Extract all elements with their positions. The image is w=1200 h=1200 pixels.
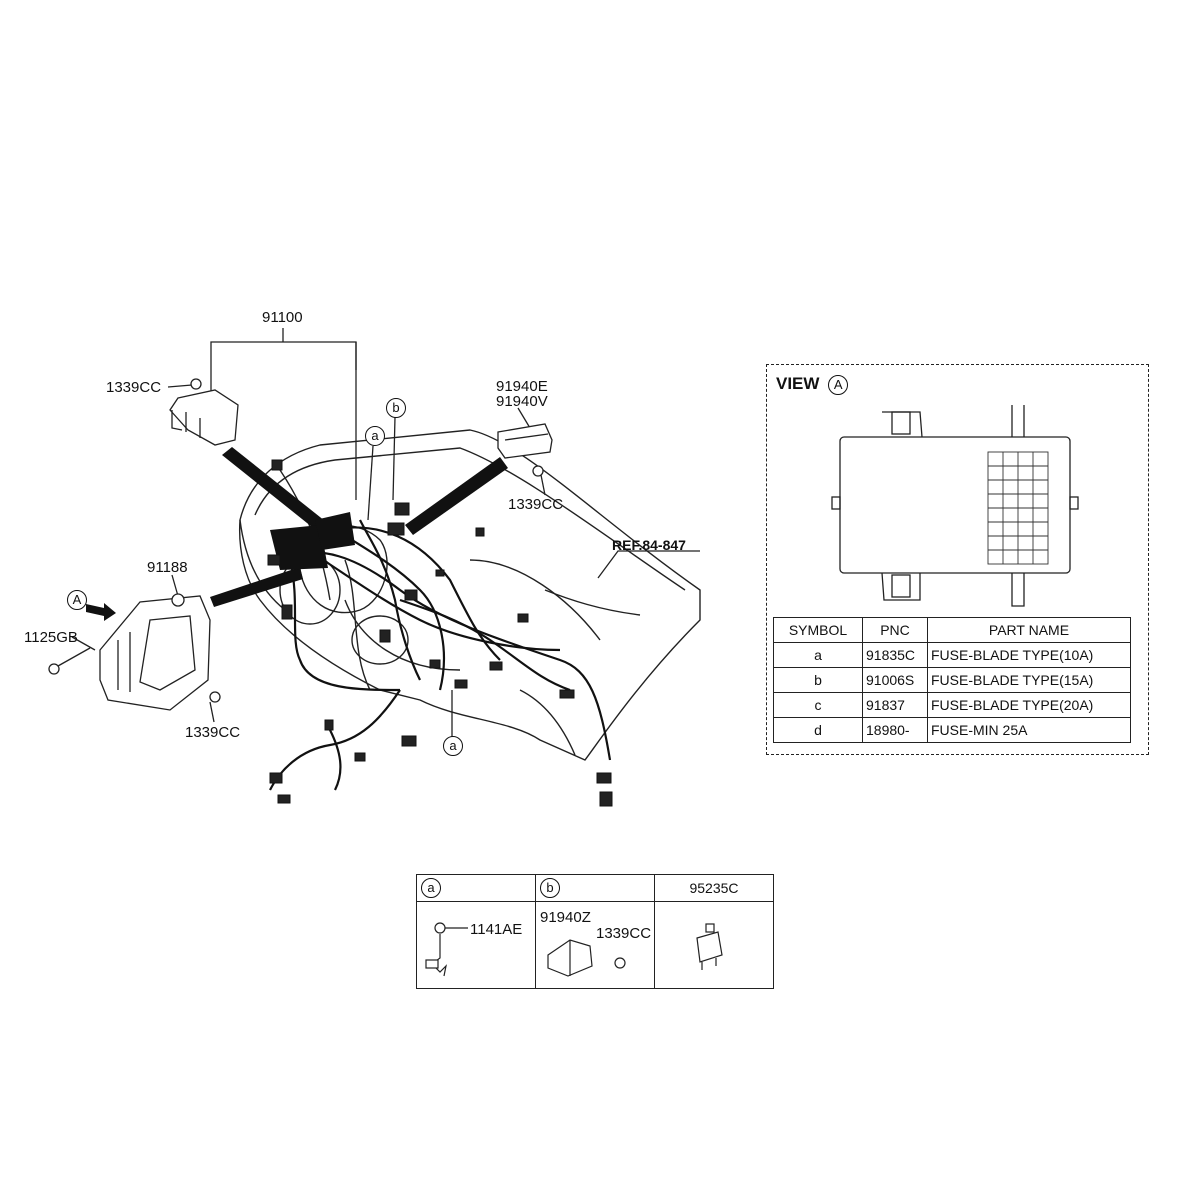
cell-part: FUSE-BLADE TYPE(10A) — [927, 642, 1131, 668]
cell-symbol: a — [773, 642, 863, 668]
label-1125gb: 1125GB — [24, 629, 78, 646]
view-arrow — [86, 603, 116, 621]
cell-pnc: 91835C — [862, 642, 928, 668]
circle-a-top: a — [365, 426, 385, 446]
view-a-fuse-slots — [987, 451, 1049, 565]
parts-marker-a: a — [421, 878, 441, 898]
table-row: d 18980- FUSE-MIN 25A — [773, 717, 1131, 743]
view-title-marker: A — [828, 375, 849, 395]
fuse-table-header: SYMBOL PNC PART NAME — [773, 617, 1131, 643]
table-row: a 91835C FUSE-BLADE TYPE(10A) — [773, 642, 1131, 668]
cell-pnc: 91006S — [862, 667, 928, 693]
callout-bracket — [210, 341, 357, 370]
view-a-panel — [766, 364, 1149, 755]
label-1339cc-top: 1339CC — [106, 379, 162, 396]
parts-col-c-body — [654, 901, 774, 989]
label-91940z: 91940Z — [540, 909, 591, 926]
label-ref: REF.84-847 — [612, 537, 686, 553]
cell-symbol: c — [773, 692, 863, 718]
fuse-table: SYMBOL PNC PART NAME a 91835C FUSE-BLADE… — [773, 617, 1131, 743]
label-91188: 91188 — [147, 559, 188, 576]
parts-col-b-header: b — [535, 874, 655, 902]
module-91940 — [497, 423, 553, 477]
label-1339cc-parts: 1339CC — [596, 925, 652, 942]
label-1339cc-jb: 1339CC — [185, 724, 241, 741]
header-part-name: PART NAME — [927, 617, 1131, 643]
junction-box — [99, 593, 221, 711]
cell-symbol: b — [773, 667, 863, 693]
parts-table-header: a b 95235C — [416, 874, 774, 902]
label-1141ae: 1141AE — [470, 921, 523, 938]
connectors — [267, 459, 613, 807]
label-91940v: 91940V — [496, 393, 548, 410]
mounting-bracket — [169, 378, 239, 446]
view-title-text: VIEW — [776, 374, 820, 393]
parts-col-a-body: 1141AE — [416, 901, 536, 989]
cell-pnc: 91837 — [862, 692, 928, 718]
table-row: c 91837 FUSE-BLADE TYPE(20A) — [773, 692, 1131, 718]
cell-part: FUSE-BLADE TYPE(20A) — [927, 692, 1131, 718]
table-row: b 91006S FUSE-BLADE TYPE(15A) — [773, 667, 1131, 693]
view-a-box-drawing — [831, 405, 1079, 607]
parts-table-body: 1141AE 91940Z 1339CC — [416, 901, 774, 989]
header-pnc: PNC — [862, 617, 928, 643]
label-91940e: 91940E — [496, 378, 548, 395]
cell-part: FUSE-MIN 25A — [927, 717, 1131, 743]
parts-table: a b 95235C 1141AE 91940Z 1339CC — [416, 874, 774, 989]
harness-straps — [210, 447, 508, 607]
bolt-1125gb — [48, 647, 91, 675]
parts-col-b-body: 91940Z 1339CC — [535, 901, 655, 989]
circle-a-bottom: a — [443, 736, 463, 756]
cell-part: FUSE-BLADE TYPE(15A) — [927, 667, 1131, 693]
cell-symbol: d — [773, 717, 863, 743]
header-symbol: SYMBOL — [773, 617, 863, 643]
label-91100: 91100 — [262, 309, 303, 326]
view-a-title: VIEW A — [776, 374, 849, 395]
view-a-marker: A — [67, 590, 87, 610]
parts-marker-b: b — [540, 878, 560, 898]
circle-b-top: b — [386, 398, 406, 418]
parts-col-a-header: a — [416, 874, 536, 902]
cell-pnc: 18980- — [862, 717, 928, 743]
label-1339cc-right: 1339CC — [508, 496, 564, 513]
parts-col-c-header: 95235C — [654, 874, 774, 902]
